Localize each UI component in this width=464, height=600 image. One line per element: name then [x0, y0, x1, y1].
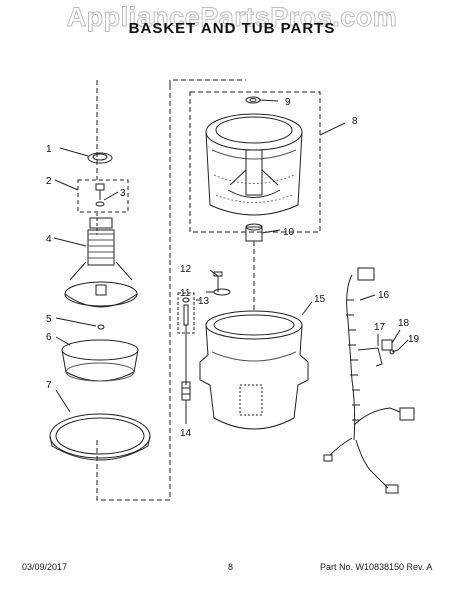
part-3-fastener	[95, 183, 119, 207]
part-6-ring	[55, 336, 139, 382]
callout-9: 9	[285, 97, 291, 108]
callout-3: 3	[120, 188, 126, 199]
watermark: AppliancePartsPros.com	[66, 2, 398, 33]
part-10-hub	[245, 223, 281, 242]
callout-14: 14	[180, 428, 192, 439]
callout-17: 17	[374, 322, 386, 333]
callout-4: 4	[46, 234, 52, 245]
callout-19: 19	[408, 334, 420, 345]
part-4-agitator	[53, 217, 138, 308]
callout-16: 16	[378, 290, 390, 301]
callout-13: 13	[198, 296, 210, 307]
part-5-seal	[55, 317, 105, 330]
part-13-box	[177, 292, 195, 334]
footer-date: 03/09/2017	[22, 562, 68, 572]
part-16-wire-harness	[323, 267, 415, 494]
basket-group-box	[189, 91, 321, 233]
part-9-nut	[245, 96, 279, 104]
callout-10: 10	[283, 227, 295, 238]
callout-7: 7	[46, 380, 52, 391]
callout-11: 11	[180, 288, 191, 299]
part-14-rod	[181, 297, 191, 424]
part-19-screw	[389, 339, 409, 355]
part-17-tube	[357, 334, 383, 367]
callout-8: 8	[352, 116, 358, 127]
part-18-switch	[381, 329, 401, 351]
footer-page-number: 8	[228, 562, 234, 572]
callout-18: 18	[398, 318, 410, 329]
footer-part-number: Part No. W10838150 Rev. A	[320, 562, 433, 572]
part-7-tub-ring	[49, 389, 151, 461]
callout-2: 2	[46, 176, 52, 187]
part-11-washer	[206, 288, 231, 296]
callout-5: 5	[46, 314, 52, 325]
part-15-tub	[199, 301, 313, 430]
part-1-cap	[59, 147, 113, 164]
callout-15: 15	[314, 294, 326, 305]
callouts: 1 2 3 4 5 6 7 8 9 10 11 12 13 14 15 16 1…	[46, 97, 420, 439]
callout-6: 6	[46, 332, 52, 343]
part-8-basket	[205, 113, 346, 216]
leader-2	[54, 179, 79, 191]
assembly-boundary-line	[96, 79, 246, 501]
callout-1: 1	[46, 144, 52, 155]
part-2-box	[77, 179, 129, 213]
callout-12: 12	[180, 264, 192, 275]
page-title: BASKET AND TUB PARTS	[128, 20, 336, 37]
